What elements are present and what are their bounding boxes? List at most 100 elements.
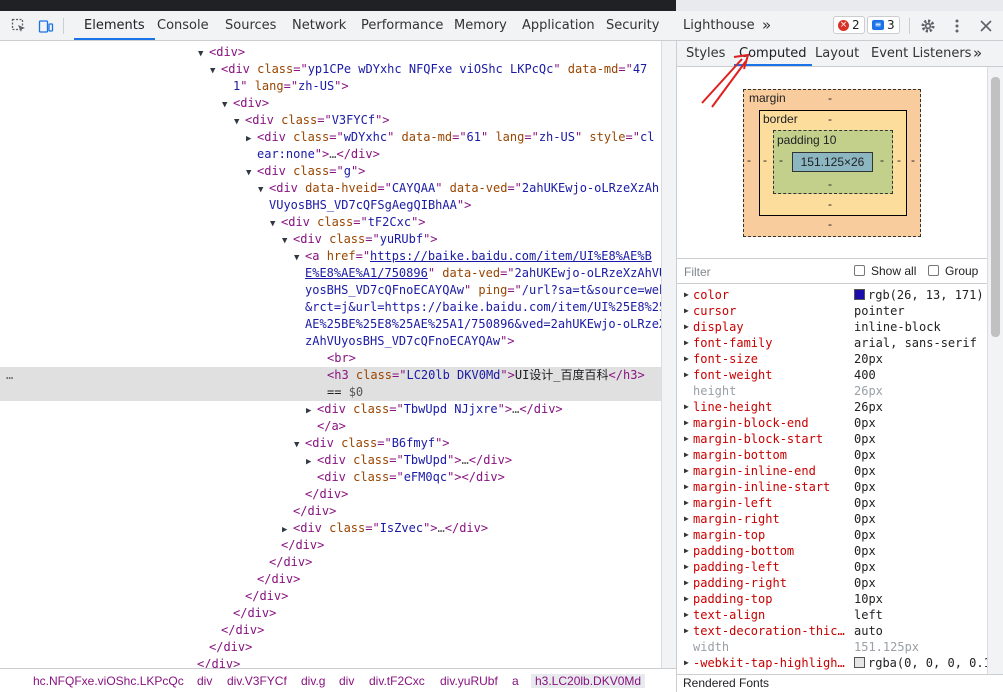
expand-triangle-icon[interactable]: ▼: [222, 100, 228, 110]
dom-tree-row[interactable]: ▼<div class="V3FYCf">: [0, 112, 661, 129]
expand-property-icon[interactable]: ▶: [684, 450, 689, 459]
expand-property-icon[interactable]: ▶: [684, 482, 689, 491]
expand-triangle-icon[interactable]: ▼: [234, 117, 240, 127]
elements-scrollbar[interactable]: [661, 41, 676, 668]
expand-property-icon[interactable]: ▶: [684, 546, 689, 555]
expand-triangle-icon[interactable]: ▼: [282, 236, 288, 246]
dom-tree-row[interactable]: == $0: [0, 384, 661, 401]
more-tabs-chevron-icon[interactable]: »: [762, 16, 772, 34]
dom-tree-row[interactable]: E%E8%AE%A1/750896" data-ved="2ahUKEwjo-o…: [0, 265, 661, 282]
dom-tree-row[interactable]: ▼<div class="g">: [0, 163, 661, 180]
sidebar-scrollbar-thumb[interactable]: [991, 77, 1000, 337]
color-swatch-icon[interactable]: [854, 289, 865, 300]
dom-tree-row[interactable]: yosBHS_VD7cQFnoECAYQAw" ping="/url?sa=t&…: [0, 282, 661, 299]
dom-tree-row[interactable]: </div>: [0, 537, 661, 554]
dom-tree-row[interactable]: <h3 class="LC20lb DKV0Md">UI设计_百度百科</h3>…: [0, 367, 661, 384]
collapse-triangle-icon[interactable]: ▶: [246, 134, 252, 144]
dom-tree-row[interactable]: ▶<div class="IsZvec">…</div>: [0, 520, 661, 537]
show-all-checkbox[interactable]: [854, 265, 865, 276]
dom-tree-row[interactable]: </div>: [0, 622, 661, 639]
breadcrumb-item[interactable]: hc.NFQFxe.viOShc.LKPcQc: [33, 674, 184, 688]
expand-property-icon[interactable]: ▶: [684, 626, 689, 635]
computed-property-row[interactable]: ▶-webkit-tap-highligh…rgba(0, 0, 0, 0.1: [677, 655, 987, 671]
filter-input[interactable]: Filter: [684, 265, 711, 279]
device-toolbar-icon[interactable]: [37, 17, 55, 35]
breadcrumb-item[interactable]: div.V3FYCf: [227, 674, 287, 688]
dom-tree-row[interactable]: ▼<div class="yp1CPe wDYxhc NFQFxe viOShc…: [0, 61, 661, 78]
dom-tree-row[interactable]: VUyosBHS_VD7cQFSgAegQIBhAA">: [0, 197, 661, 214]
expand-triangle-icon[interactable]: ▼: [246, 168, 252, 178]
rendered-fonts-section[interactable]: Rendered Fonts: [677, 674, 1003, 692]
expand-property-icon[interactable]: ▶: [684, 594, 689, 603]
dom-tree-row[interactable]: </div>: [0, 605, 661, 622]
dom-tree-row[interactable]: ▶<div class="wDYxhc" data-md="61" lang="…: [0, 129, 661, 146]
expand-property-icon[interactable]: ▶: [684, 530, 689, 539]
tab-elements[interactable]: Elements: [74, 11, 155, 40]
dom-tree-row[interactable]: &rct=j&url=https://baike.baidu.com/item/…: [0, 299, 661, 316]
more-sidebar-tabs-chevron-icon[interactable]: »: [973, 44, 983, 62]
color-swatch-icon[interactable]: [854, 657, 865, 668]
tab-layout[interactable]: Layout: [815, 46, 860, 61]
expand-triangle-icon[interactable]: ▼: [210, 66, 216, 76]
collapse-triangle-icon[interactable]: ▶: [306, 406, 312, 416]
tab-memory[interactable]: Memory: [454, 18, 507, 33]
expand-triangle-icon[interactable]: ▼: [258, 185, 264, 195]
expand-triangle-icon[interactable]: ▼: [294, 440, 300, 450]
dom-tree-row[interactable]: ▼<div data-hveid="CAYQAA" data-ved="2ahU…: [0, 180, 661, 197]
box-model-content[interactable]: 151.125×26: [792, 152, 873, 172]
dom-tree-row[interactable]: ▶<div class="TbwUpd">…</div>: [0, 452, 661, 469]
dom-tree-row[interactable]: </div>: [0, 639, 661, 656]
expand-property-icon[interactable]: ▶: [684, 466, 689, 475]
expand-property-icon[interactable]: ▶: [684, 578, 689, 587]
dom-tree-row[interactable]: ▼<a href="https://baike.baidu.com/item/U…: [0, 248, 661, 265]
settings-gear-icon[interactable]: [919, 17, 937, 35]
expand-triangle-icon[interactable]: ▼: [198, 49, 204, 59]
tab-security[interactable]: Security: [606, 18, 660, 33]
dom-tree-row[interactable]: </div>: [0, 656, 661, 668]
dom-link-text[interactable]: E%E8%AE%A1/750896: [305, 266, 428, 280]
dom-tree-row[interactable]: <br>: [0, 350, 661, 367]
breadcrumb-item[interactable]: div.tF2Cxc: [369, 674, 425, 688]
sidebar-scrollbar[interactable]: [987, 67, 1003, 674]
dom-tree-row[interactable]: zAhVUyosBHS_VD7cQFnoECAYQAw">: [0, 333, 661, 350]
dom-tree-row[interactable]: <div class="eFM0qc"></div>: [0, 469, 661, 486]
breadcrumb-item[interactable]: div: [197, 674, 213, 688]
expand-property-icon[interactable]: ▶: [684, 338, 689, 347]
expand-property-icon[interactable]: ▶: [684, 498, 689, 507]
tab-event-listeners[interactable]: Event Listeners: [871, 46, 972, 61]
expand-property-icon[interactable]: ▶: [684, 322, 689, 331]
breadcrumb-item[interactable]: div.g: [301, 674, 326, 688]
expand-property-icon[interactable]: ▶: [684, 562, 689, 571]
dom-tree-row[interactable]: </div>: [0, 503, 661, 520]
dom-tree-row[interactable]: 1" lang="zh-US">: [0, 78, 661, 95]
close-devtools-icon[interactable]: [977, 17, 995, 35]
collapse-triangle-icon[interactable]: ▶: [306, 457, 312, 467]
tab-styles[interactable]: Styles: [686, 46, 726, 61]
dom-tree-row[interactable]: ▼<div class="yuRUbf">: [0, 231, 661, 248]
dom-tree-row[interactable]: </div>: [0, 571, 661, 588]
dom-tree-row[interactable]: AE%25BE%25E8%25AE%25A1/750896&ved=2ahUKE…: [0, 316, 661, 333]
error-count-badge[interactable]: × 2: [833, 16, 865, 34]
dom-tree-row[interactable]: ▶<div class="TbwUpd NJjxre">…</div>: [0, 401, 661, 418]
expand-property-icon[interactable]: ▶: [684, 402, 689, 411]
expand-property-icon[interactable]: ▶: [684, 658, 689, 667]
breadcrumb-item[interactable]: h3.LC20lb.DKV0Md: [531, 674, 646, 688]
expand-triangle-icon[interactable]: ▼: [270, 219, 276, 229]
tab-computed[interactable]: Computed: [734, 41, 812, 66]
dom-link-text[interactable]: https://baike.baidu.com/item/UI%E8%AE%B: [370, 249, 652, 263]
